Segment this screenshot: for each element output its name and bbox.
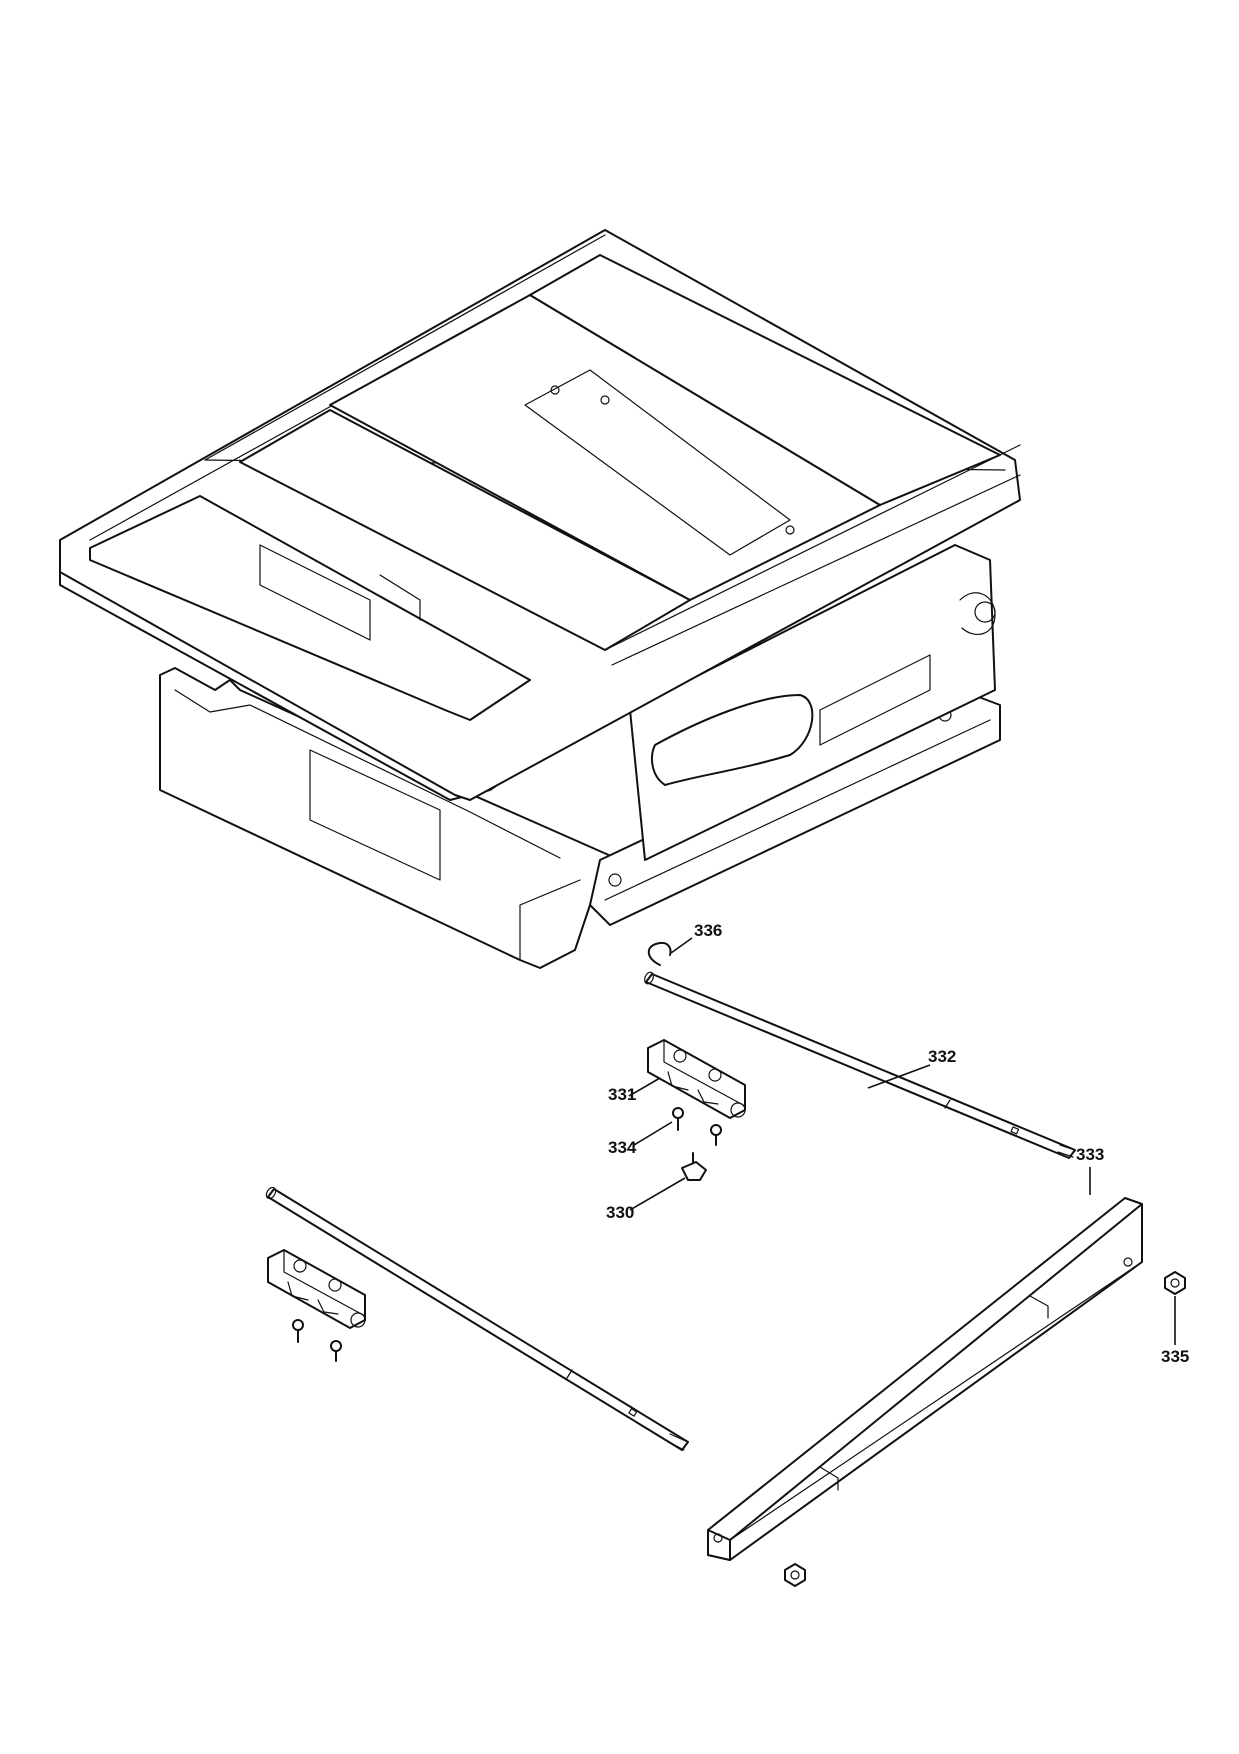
callout-335: 335 xyxy=(1161,1347,1189,1366)
saw-cabinet xyxy=(629,544,996,861)
part-335-nuts xyxy=(784,1271,1186,1587)
part-333-rail xyxy=(707,1197,1143,1561)
table-saw-assembly xyxy=(59,229,1021,969)
part-332-rod-upper xyxy=(644,971,1076,1159)
callout-332: 332 xyxy=(928,1047,956,1066)
leader-lines xyxy=(628,937,1176,1345)
screws-lower xyxy=(292,1319,342,1362)
part-334-screws xyxy=(672,1107,722,1146)
saw-table-top xyxy=(59,229,1021,801)
callout-333: 333 xyxy=(1076,1145,1104,1164)
callout-336: 336 xyxy=(694,921,722,940)
rod-lower xyxy=(265,1186,689,1451)
callout-330: 330 xyxy=(606,1203,634,1222)
part-331-bracket-upper xyxy=(647,1039,746,1119)
callout-331: 331 xyxy=(608,1085,636,1104)
part-330-wing-bolt xyxy=(681,1152,707,1181)
part-336-ring xyxy=(647,941,672,966)
callout-334: 334 xyxy=(608,1138,637,1157)
callout-labels: 336 332 331 334 330 333 335 xyxy=(606,921,1189,1366)
bracket-lower xyxy=(267,1249,366,1329)
